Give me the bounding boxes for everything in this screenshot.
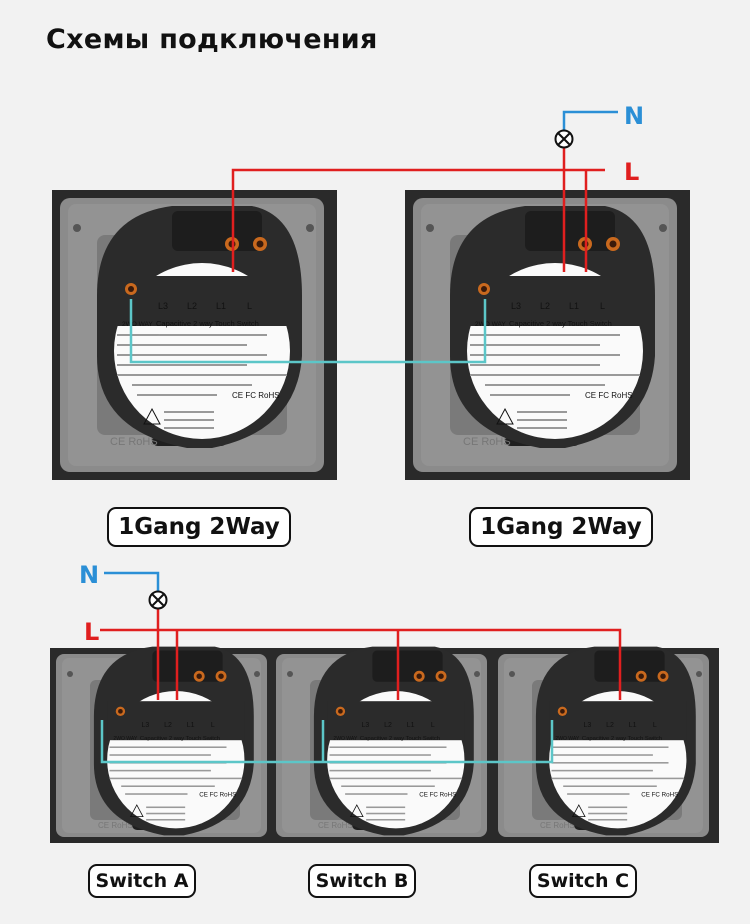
top-live-wire bbox=[231, 168, 605, 272]
panel-switch-b bbox=[270, 647, 497, 843]
top-link-wire bbox=[129, 299, 487, 364]
caption-1gang-right: 1Gang 2Way bbox=[469, 507, 653, 547]
panel-1gang-left bbox=[52, 190, 337, 480]
live-label-top: L bbox=[624, 158, 639, 186]
bottom-link-wire bbox=[100, 720, 554, 764]
live-label-bottom: L bbox=[84, 618, 99, 646]
panel-1gang-right bbox=[405, 190, 690, 480]
lamp-symbol-bottom bbox=[148, 590, 168, 610]
page-title: Схемы подключения bbox=[46, 24, 378, 55]
bottom-live-wire bbox=[100, 628, 622, 700]
bottom-neutral-wire bbox=[104, 571, 160, 592]
caption-switch-c: Switch C bbox=[529, 864, 637, 898]
top-neutral-wire bbox=[562, 110, 618, 130]
caption-1gang-left: 1Gang 2Way bbox=[107, 507, 291, 547]
panel-switch-c bbox=[492, 647, 719, 843]
neutral-label-bottom: N bbox=[79, 561, 99, 589]
lamp-symbol-top bbox=[554, 129, 574, 149]
caption-switch-b: Switch B bbox=[308, 864, 416, 898]
caption-switch-a: Switch A bbox=[88, 864, 196, 898]
neutral-label-top: N bbox=[624, 102, 644, 130]
panel-switch-a bbox=[50, 647, 277, 843]
